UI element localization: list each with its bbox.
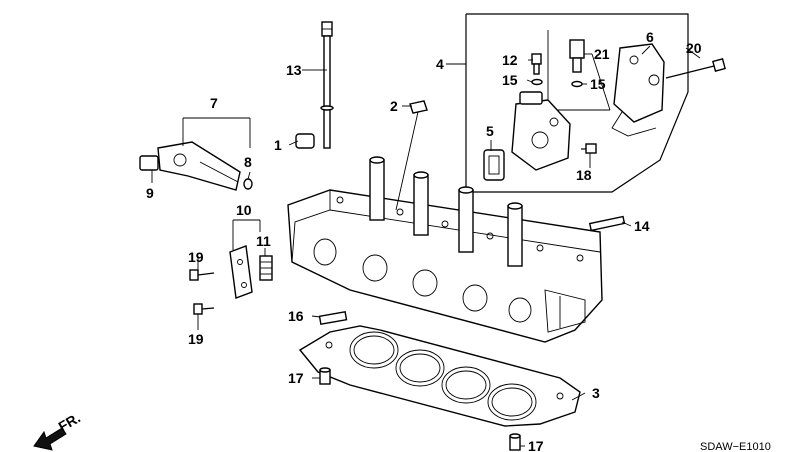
washer-15-upper (531, 78, 543, 86)
washer-15-lower (571, 80, 583, 88)
bolt-19-upper (189, 269, 215, 281)
callout-18: 18 (576, 167, 592, 183)
bolt-12 (531, 53, 542, 75)
callout-21: 21 (594, 46, 610, 62)
bolt-19-lower (193, 303, 215, 315)
spool-valve (139, 141, 253, 191)
callout-19-upper: 19 (188, 249, 204, 265)
cylinder-head (287, 156, 603, 343)
callout-2: 2 (390, 98, 398, 114)
gasket-5 (483, 149, 505, 181)
callout-12: 12 (502, 52, 518, 68)
callout-10: 10 (236, 202, 252, 218)
bracket-6 (611, 43, 665, 137)
callout-6: 6 (646, 29, 654, 45)
dowel-pin-upper (319, 367, 331, 385)
callout-11: 11 (256, 233, 271, 249)
callout-5: 5 (486, 123, 494, 139)
filter-screen (259, 255, 273, 281)
drawing-code: SDAW−E1010 (700, 441, 771, 452)
head-gasket (298, 325, 581, 427)
stud-bolt-16 (318, 310, 348, 326)
dowel-pin-lower (509, 433, 521, 451)
callout-9: 9 (146, 185, 154, 201)
callout-15-lower: 15 (590, 76, 606, 92)
callout-13: 13 (286, 62, 302, 78)
stud-bolt-14 (588, 215, 626, 232)
bolt-20 (665, 58, 726, 79)
pressure-switch-21 (569, 39, 585, 73)
callout-4: 4 (436, 56, 444, 72)
head-bolt (320, 21, 334, 149)
callout-20: 20 (686, 40, 702, 56)
bolt-18 (581, 143, 597, 154)
callout-7: 7 (210, 95, 218, 111)
callout-3: 3 (592, 385, 600, 401)
cap-part-1 (295, 133, 315, 149)
plug-part-2 (409, 100, 428, 114)
vtc-solenoid (511, 91, 571, 171)
callout-14: 14 (634, 218, 650, 234)
callout-16: 16 (288, 308, 304, 324)
sensor-bracket (229, 245, 253, 299)
callout-1: 1 (274, 137, 282, 153)
front-direction-arrow (33, 427, 67, 451)
callout-19-lower: 19 (188, 331, 204, 347)
callout-8: 8 (244, 154, 252, 170)
callout-17-upper: 17 (288, 370, 304, 386)
callout-17-lower: 17 (528, 438, 544, 452)
callout-15-upper: 15 (502, 72, 518, 88)
